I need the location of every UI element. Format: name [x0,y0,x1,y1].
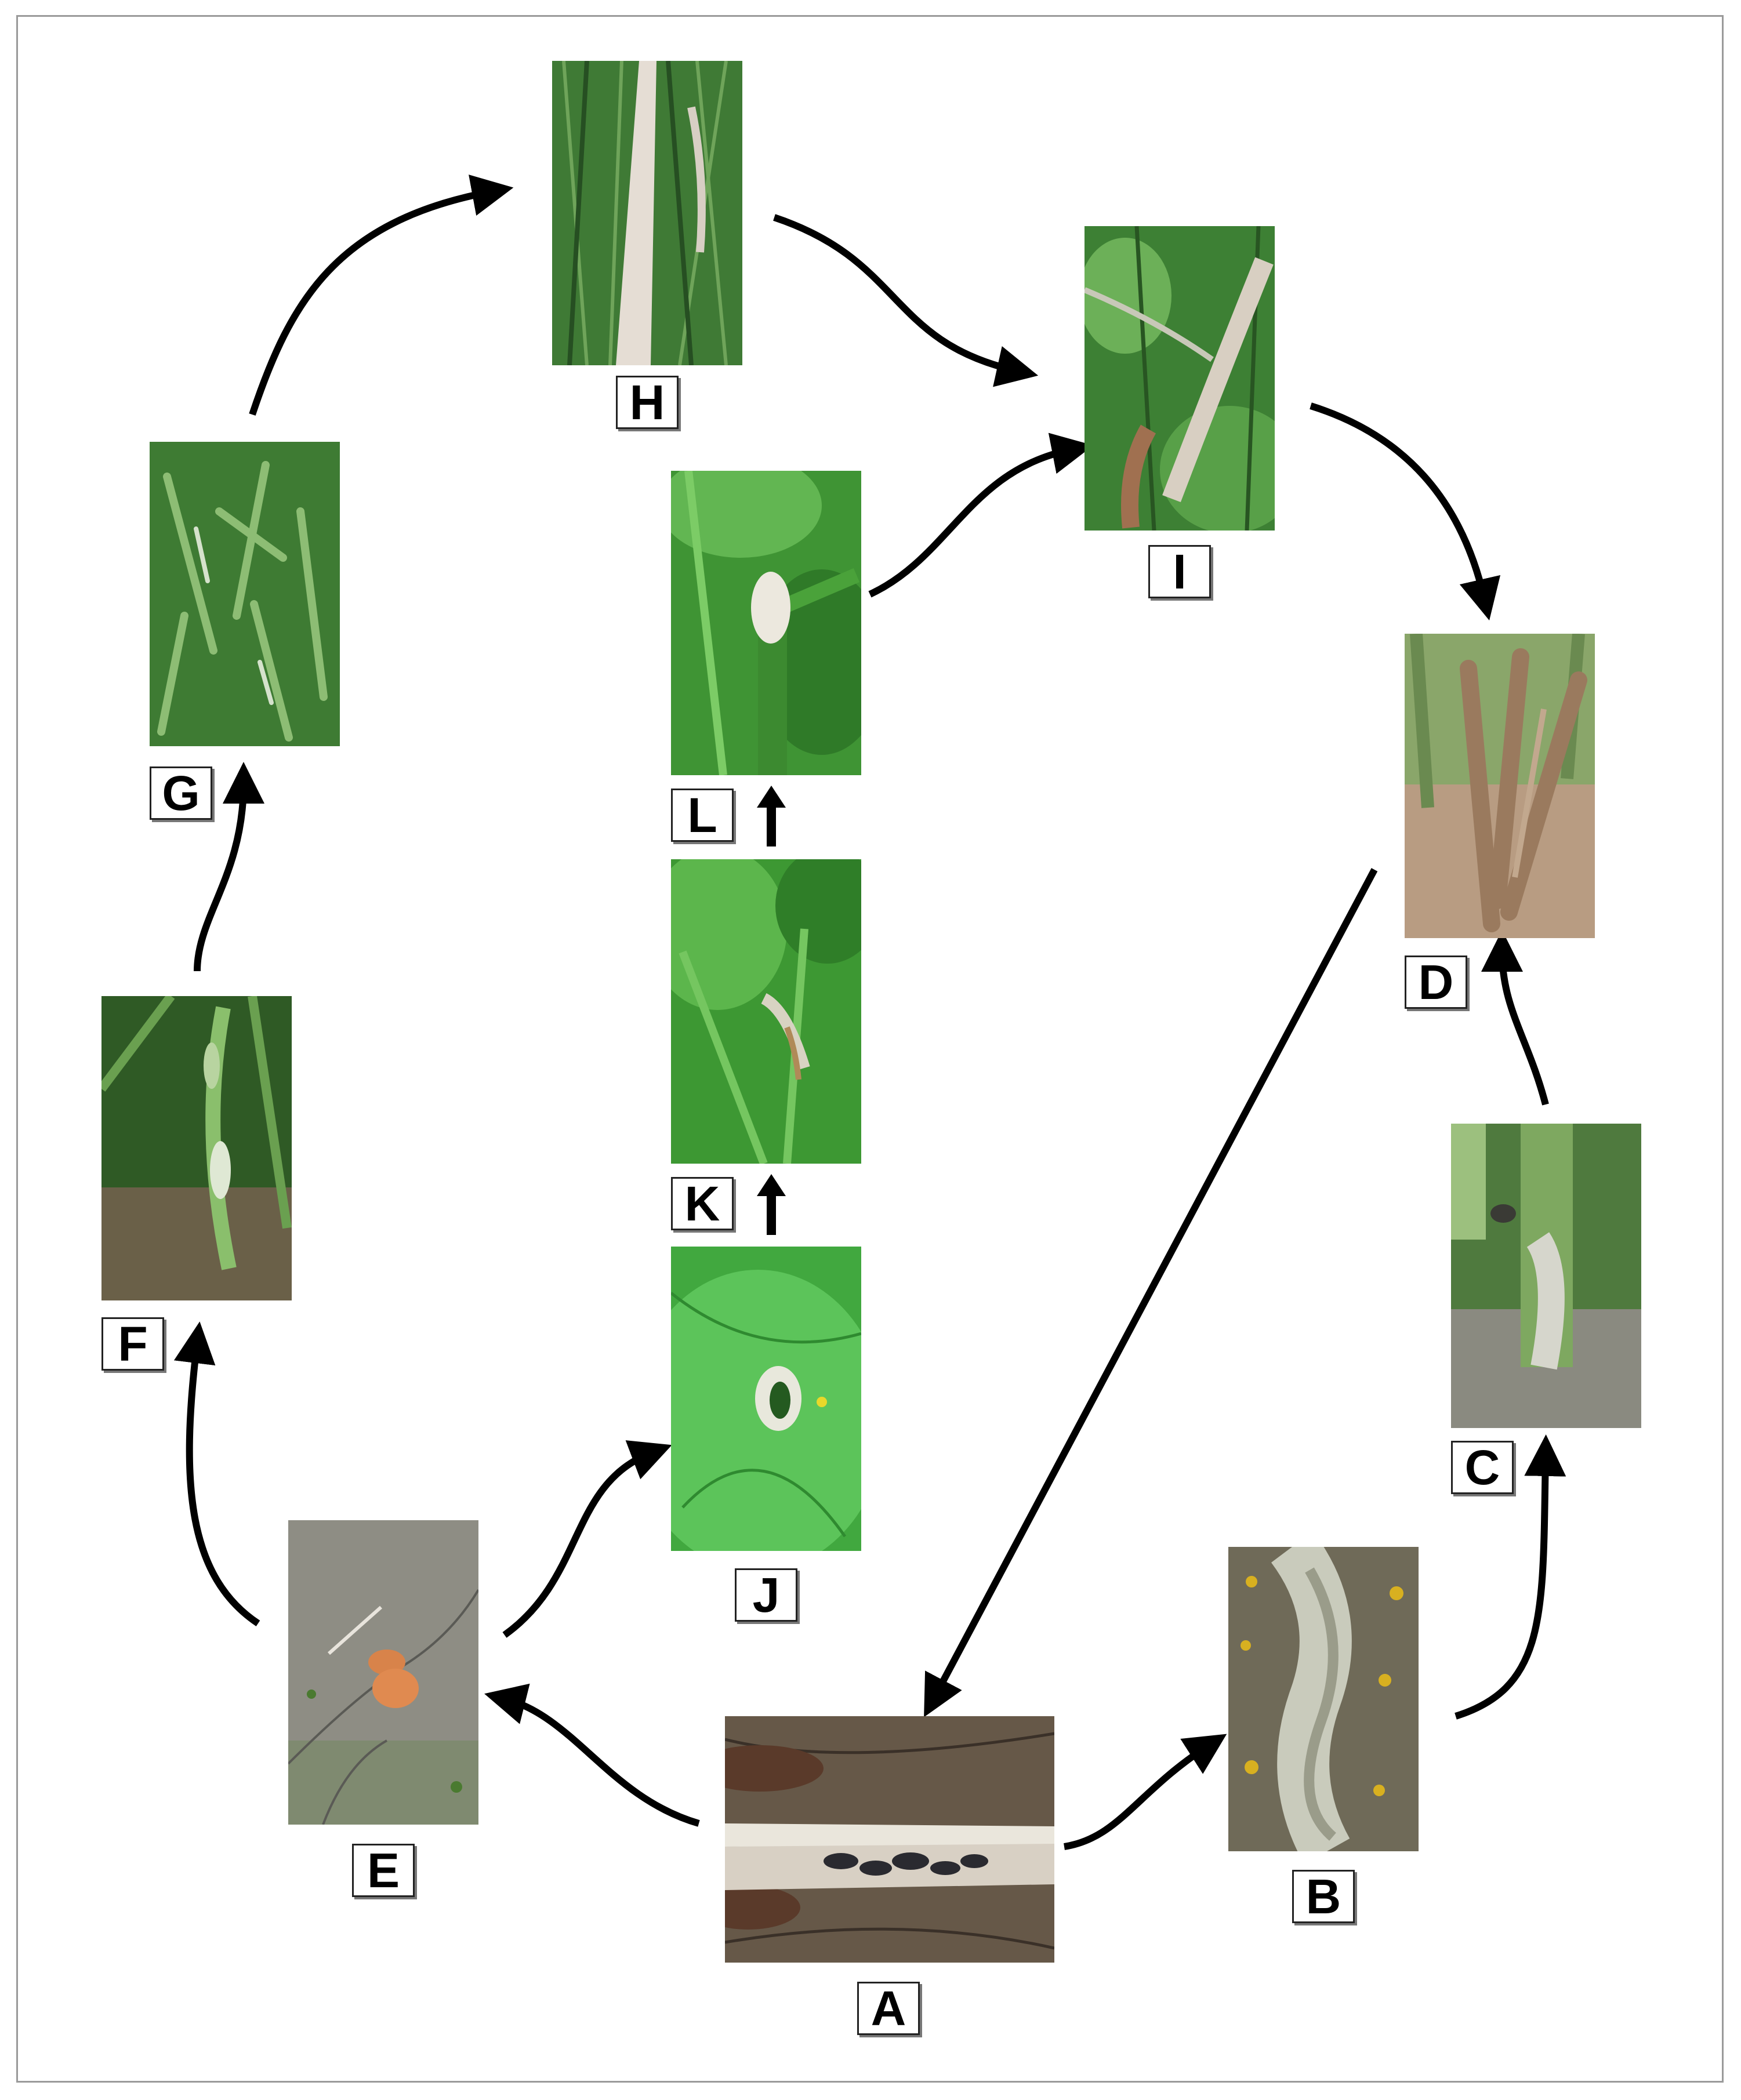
arrow-a-to-e [484,1683,700,1827]
arrow-e-to-j [502,1440,672,1638]
panel-d-image [1405,634,1595,938]
panel-b-image [1228,1547,1419,1851]
panel-b-label: B [1292,1870,1355,1923]
panel-f-photo [101,996,292,1300]
panel-d-label: D [1405,955,1467,1009]
arrow-f-to-g [194,762,264,972]
panel-k-photo [671,859,861,1164]
panel-h-image [552,61,742,365]
arrow-a-to-b [1064,1734,1227,1850]
panel-c-photo [1451,1124,1641,1428]
panel-f-image [101,996,292,1300]
panel-j-label: J [735,1568,797,1622]
panel-j-photo [671,1247,861,1551]
panel-j-image [671,1247,861,1551]
arrow-j-to-k [757,1174,786,1235]
panel-i-photo [1085,226,1275,531]
arrow-l-to-i [868,433,1094,598]
arrow-k-to-l [757,786,786,846]
panel-g-photo [150,442,340,746]
arrow-g-to-h [249,175,514,416]
panel-l-label: L [671,789,734,842]
panel-a-label: A [857,1982,920,2035]
panel-h-photo [552,61,742,365]
panel-k-image [671,859,861,1164]
panel-k-label: K [671,1177,734,1230]
arrow-i-to-d [1310,402,1501,621]
diagram-frame [16,15,1724,2083]
panel-i-image [1085,226,1275,531]
panel-i-label: I [1148,545,1211,598]
panel-l-photo [671,471,861,775]
panel-c-image [1451,1124,1641,1428]
arrow-b-to-c [1455,1434,1566,1720]
panel-h-label: H [616,376,679,429]
panel-a-image [725,1716,1054,1963]
arrow-h-to-i [773,214,1039,387]
arrow-c-to-d [1481,930,1549,1106]
panel-l-image [671,471,861,775]
panel-e-image [288,1520,478,1825]
panel-f-label: F [101,1317,164,1371]
arrow-d-to-a [924,868,1378,1717]
panel-g-image [150,442,340,746]
panel-b-photo [1228,1547,1419,1851]
panel-e-label: E [352,1844,415,1897]
arrow-e-to-f [173,1321,260,1626]
panel-g-label: G [150,766,212,820]
panel-d-photo [1405,634,1595,938]
panel-c-label: C [1451,1441,1514,1494]
panel-e-photo [288,1520,478,1825]
panel-a-photo [725,1716,1054,1963]
